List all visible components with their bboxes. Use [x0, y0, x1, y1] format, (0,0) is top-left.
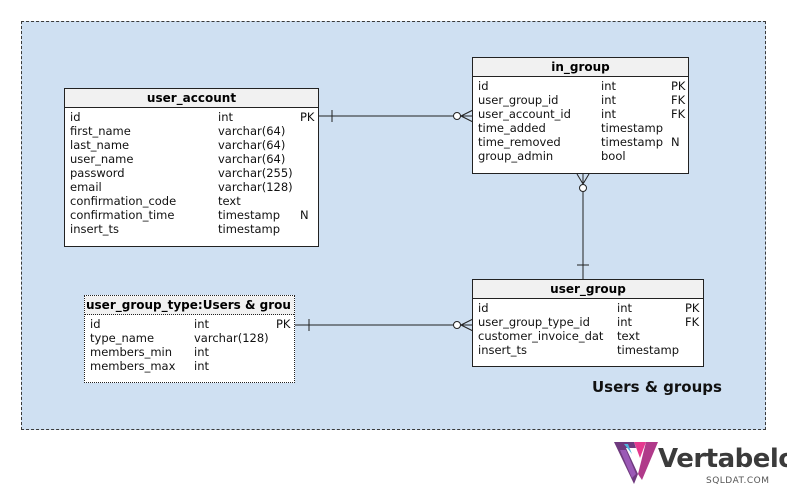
vertabelo-logo-icon: [614, 442, 658, 484]
table-title: user_group: [473, 280, 703, 299]
logo-wordmark: Vertabelo: [658, 444, 787, 474]
subject-area-title: Users & groups: [592, 378, 722, 396]
table-title: user_group_type:Users & grou: [85, 296, 294, 315]
logo-subtitle: SQLDAT.COM: [706, 476, 770, 486]
table-title: in_group: [473, 58, 688, 77]
table-title: user_account: [65, 89, 318, 108]
